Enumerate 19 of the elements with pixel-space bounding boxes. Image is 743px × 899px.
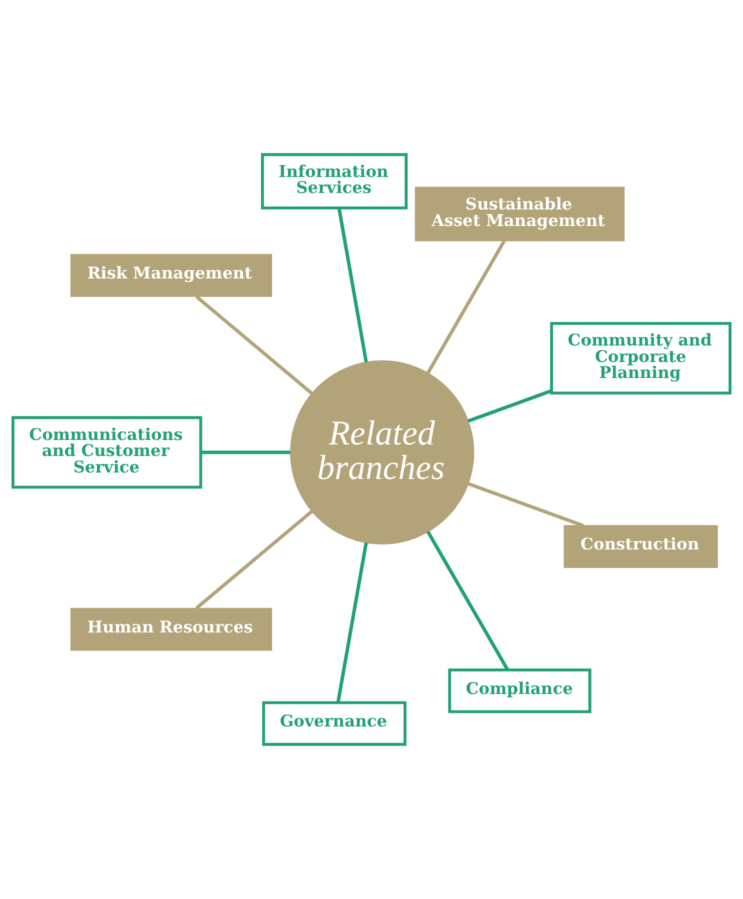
node-box: Compliance <box>448 668 592 714</box>
node-circle: Related branches <box>290 360 474 545</box>
node-box: Sustainable Asset Management <box>414 186 625 242</box>
connector <box>426 240 506 374</box>
connector <box>195 295 314 395</box>
connector <box>468 389 552 423</box>
node-box: Risk Management <box>70 254 272 297</box>
connector <box>195 510 314 610</box>
node-box: Governance <box>262 701 406 746</box>
node-box: Community and Corporate Planning <box>550 322 732 394</box>
node-box: Human Resources <box>70 608 272 651</box>
connector <box>200 450 290 454</box>
connector <box>337 208 368 362</box>
node-box: Communications and Customer Service <box>12 416 202 489</box>
node-box: Construction <box>564 525 718 568</box>
connector <box>336 542 368 703</box>
node-box: Information Services <box>261 153 408 210</box>
connector <box>468 482 584 528</box>
connector <box>426 530 509 670</box>
